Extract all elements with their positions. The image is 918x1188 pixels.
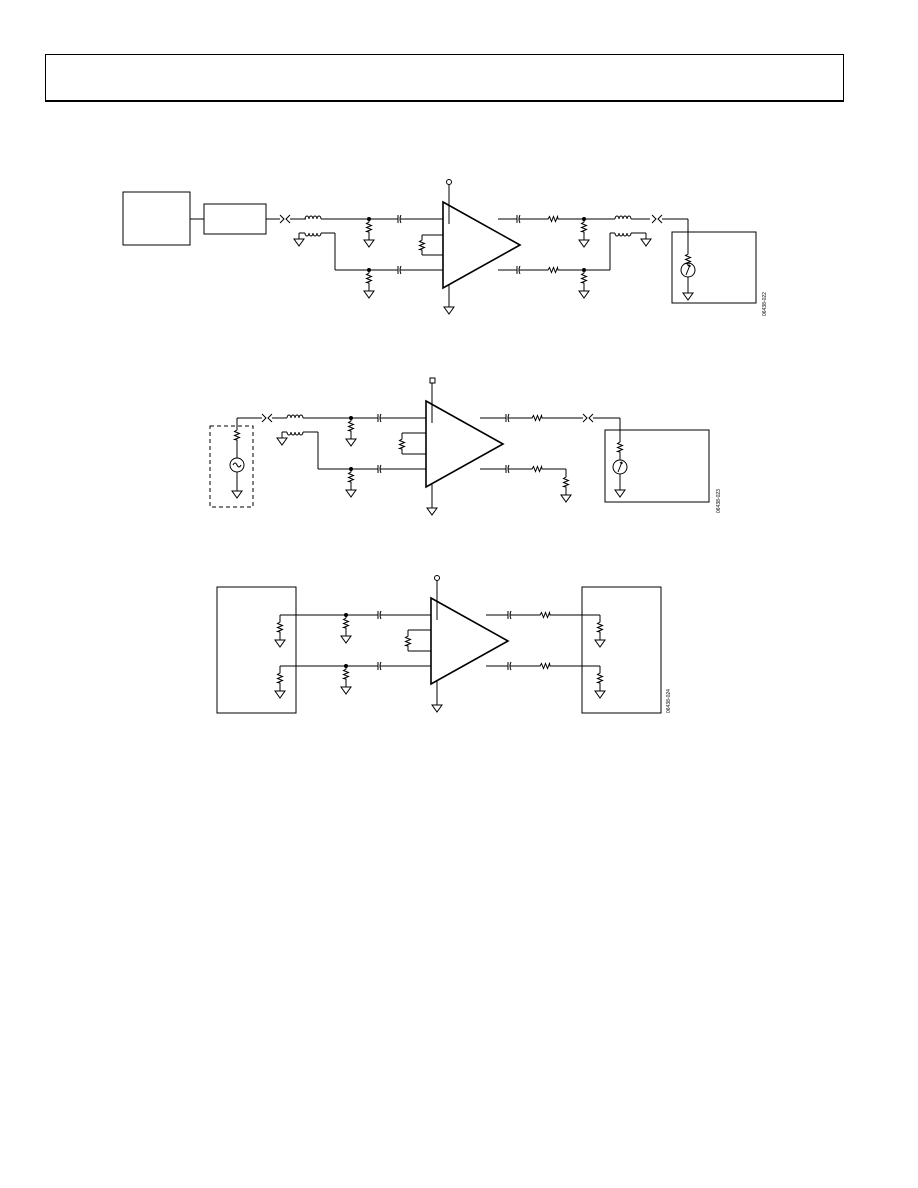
figure-3-schematic: 06438-024 xyxy=(216,575,672,714)
gain-resistor xyxy=(419,234,443,256)
signal-generator-box xyxy=(122,191,191,246)
figure-code-3: 06438-024 xyxy=(666,689,672,713)
source-box-dashed xyxy=(209,425,254,508)
amplifier-triangle-3 xyxy=(430,596,510,686)
amplifier-triangle-2 xyxy=(425,399,505,489)
figure-code-1: 06438-022 xyxy=(762,292,768,316)
supply-terminal-2 xyxy=(429,377,436,384)
input-cap-n xyxy=(395,265,403,275)
figure-1-schematic: 06438-022 xyxy=(122,179,768,316)
supply-terminal xyxy=(446,179,452,185)
source-box-3 xyxy=(216,586,297,714)
supply-terminal-3 xyxy=(434,575,440,581)
analyzer-box-2 xyxy=(604,429,710,503)
input-balun xyxy=(293,215,396,271)
analyzer-box xyxy=(671,231,757,304)
page-header-box xyxy=(45,54,844,102)
output-balun xyxy=(609,215,652,270)
amplifier-triangle xyxy=(442,200,522,290)
output-connector xyxy=(651,214,663,224)
figure-2-schematic: 06438-023 xyxy=(209,377,722,516)
analyzer-box-3 xyxy=(581,586,662,714)
input-cap-p xyxy=(395,214,403,224)
filter-box xyxy=(203,203,267,235)
figure-code-2: 06438-023 xyxy=(716,489,722,513)
input-connector xyxy=(279,214,291,224)
